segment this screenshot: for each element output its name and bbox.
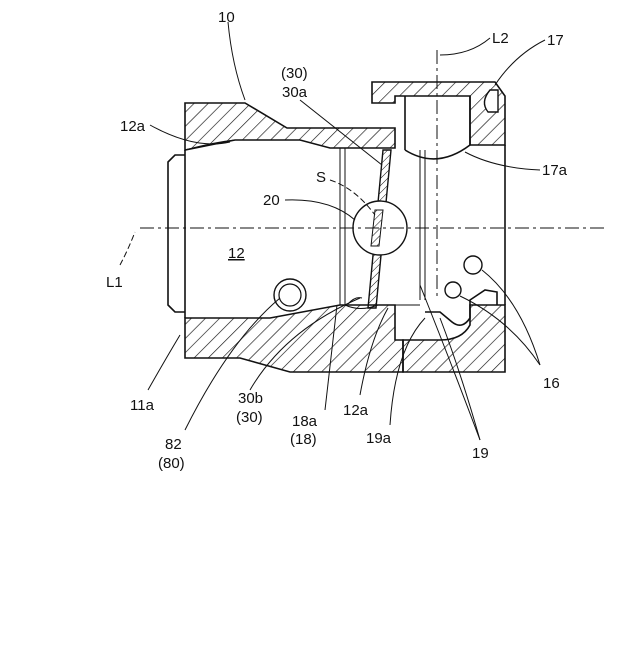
label-12a-top: 12a bbox=[120, 118, 146, 135]
label-16: 16 bbox=[543, 375, 560, 392]
label-20: 20 bbox=[263, 192, 280, 209]
leader-11a bbox=[148, 335, 180, 390]
part-19-section bbox=[403, 305, 505, 372]
label-L1: L1 bbox=[106, 274, 123, 291]
label-19: 19 bbox=[472, 445, 489, 462]
label-80: (80) bbox=[158, 455, 185, 472]
label-30a: 30a bbox=[282, 84, 308, 101]
label-S: S bbox=[316, 169, 326, 186]
hole-16-lower bbox=[445, 282, 461, 298]
leader-17a bbox=[465, 152, 540, 170]
label-17: 17 bbox=[547, 32, 564, 49]
left-end-cap bbox=[168, 150, 185, 318]
label-30-top: (30) bbox=[281, 65, 308, 82]
label-82: 82 bbox=[165, 436, 182, 453]
leader-L2 bbox=[440, 38, 490, 55]
label-10: 10 bbox=[218, 9, 235, 26]
label-30b-sub: (30) bbox=[236, 409, 263, 426]
leader-L1 bbox=[120, 232, 135, 265]
label-12a-bot: 12a bbox=[343, 402, 369, 419]
label-18: (18) bbox=[290, 431, 317, 448]
leader-10 bbox=[228, 22, 245, 100]
label-12: 12 bbox=[228, 245, 245, 262]
hole-16-upper bbox=[464, 256, 482, 274]
label-30b: 30b bbox=[238, 390, 263, 407]
label-11a: 11a bbox=[130, 397, 155, 414]
bottom-wall-section bbox=[185, 305, 403, 372]
label-18a: 18a bbox=[292, 413, 318, 430]
label-L2: L2 bbox=[492, 30, 509, 47]
label-17a: 17a bbox=[542, 162, 568, 179]
label-19a: 19a bbox=[366, 430, 392, 447]
